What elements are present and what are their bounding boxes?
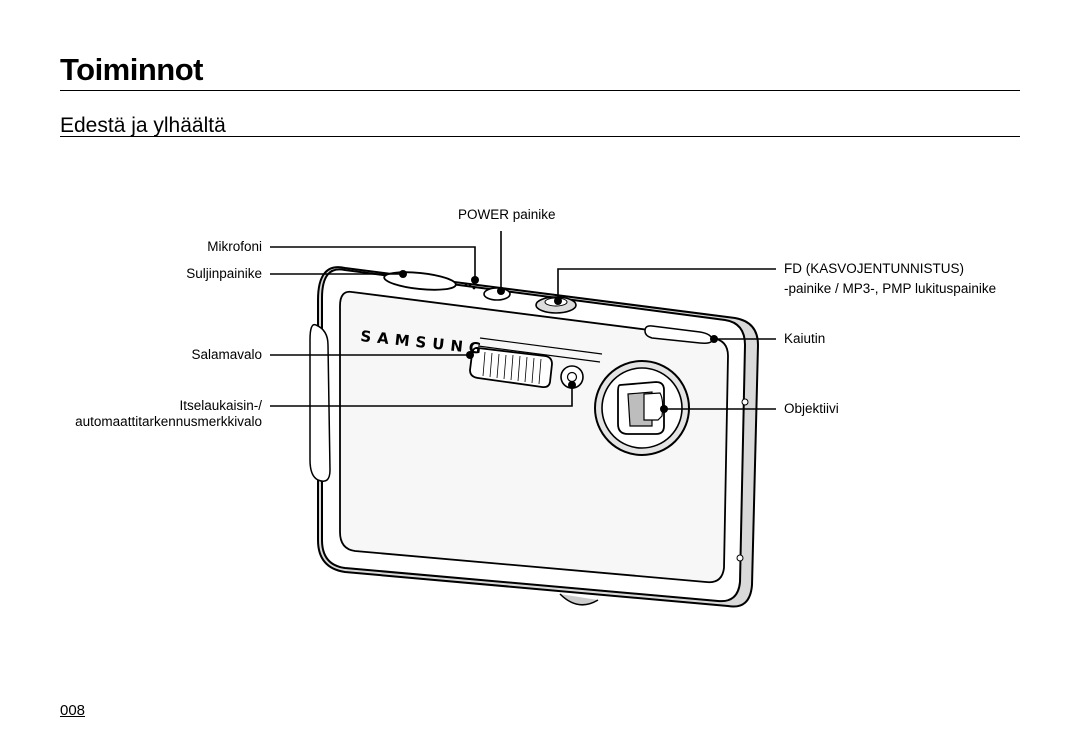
power-button-label: POWER painike	[458, 207, 556, 222]
fd-button-label-line2: -painike / MP3-, PMP lukituspainike	[784, 281, 997, 296]
title-divider	[60, 90, 1020, 91]
self-timer-label-line2: automaattitarkennusmerkkivalo	[75, 414, 262, 429]
mic-dot	[472, 286, 476, 290]
microphone-label: Mikrofoni	[207, 239, 262, 254]
speaker-label: Kaiutin	[784, 331, 826, 346]
self-timer-label-line1: Itselaukaisin-/	[179, 398, 262, 413]
mic-dot	[464, 282, 468, 286]
lens-label: Objektiivi	[784, 401, 839, 416]
page-number: 008	[60, 702, 86, 719]
fd-button-label-line1: FD (KASVOJENTUNNISTUS)	[784, 261, 965, 276]
speaker-grille	[644, 325, 713, 344]
flash	[469, 346, 553, 389]
section-divider	[60, 136, 1020, 137]
section-heading: Edestä ja ylhäältä	[60, 114, 226, 137]
power-button	[483, 287, 511, 301]
page-title: Toiminnot	[60, 52, 204, 87]
shutter-button-label: Suljinpainike	[186, 266, 262, 281]
mic-dot	[468, 284, 472, 288]
flash-label: Salamavalo	[191, 347, 262, 362]
